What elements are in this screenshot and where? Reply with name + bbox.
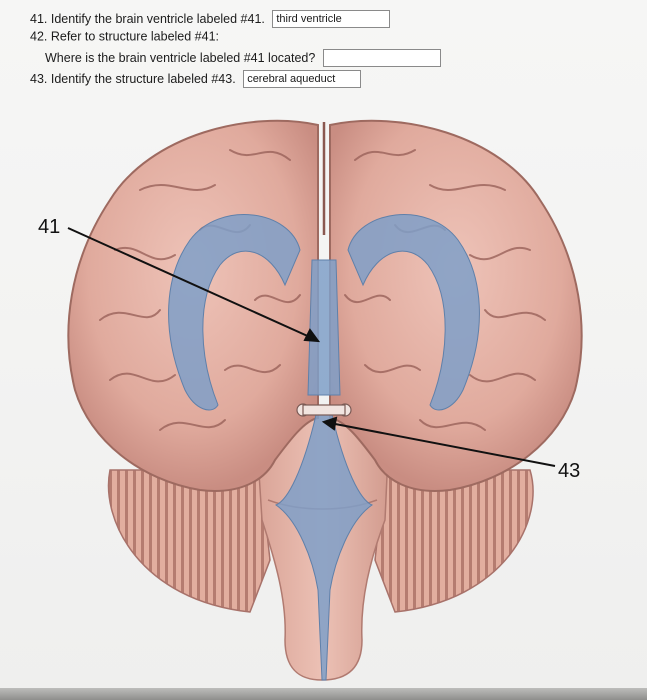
answer-43-field[interactable]: cerebral aqueduct [243,70,362,88]
label-43: 43 [558,460,580,482]
question-43-text: 43. Identify the structure labeled #43. [30,72,236,86]
question-42-sub: Where is the brain ventricle labeled #41… [45,49,441,67]
question-41: 41. Identify the brain ventricle labeled… [30,10,391,28]
answer-42-field[interactable] [322,49,441,67]
interventricular-foramen [296,403,352,417]
cerebellum [107,469,534,613]
question-43: 43. Identify the structure labeled #43. … [30,70,362,88]
label-41: 41 [38,216,60,238]
answer-41-field[interactable]: third ventricle [272,10,391,28]
question-42-sub-text: Where is the brain ventricle labeled #41… [45,51,316,65]
question-42: 42. Refer to structure labeled #41: [30,29,219,44]
ventricle-system [168,214,480,681]
brain-ventricles-illustration: 41 43 [38,119,583,681]
question-41-text: 41. Identify the brain ventricle labeled… [30,12,265,26]
label-pointers [67,227,556,467]
question-42-text: 42. Refer to structure labeled #41: [30,29,220,44]
bottom-edge [0,688,647,700]
